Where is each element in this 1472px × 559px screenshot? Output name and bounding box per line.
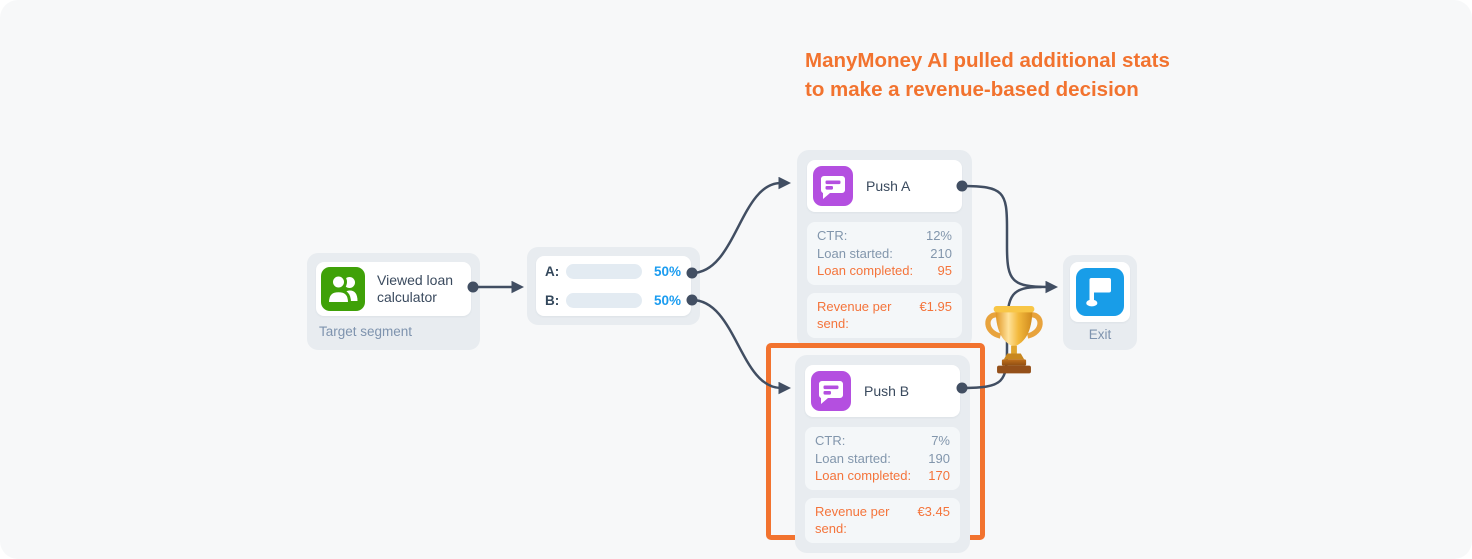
stat-row-ctr: CTR:7% xyxy=(815,433,950,448)
edge-push-a-to-exit xyxy=(960,184,1058,294)
edge-split-to-push-b xyxy=(690,298,791,395)
push-a-card: Push A xyxy=(807,160,962,212)
push-b-card: Push B xyxy=(805,365,960,417)
variant-b-label: B: xyxy=(545,293,560,308)
ab-row-b: B: 50% xyxy=(545,293,681,308)
ab-split-card: A: 50% B: 50% xyxy=(536,256,691,316)
node-ab-split[interactable]: A: 50% B: 50% xyxy=(527,247,700,325)
flag-icon xyxy=(1076,268,1124,316)
stat-row-loan-completed: Loan completed:95 xyxy=(817,263,952,278)
segment-card: Viewed loan calculator xyxy=(316,262,471,316)
annotation-line-1: ManyMoney AI pulled additional stats xyxy=(805,49,1170,72)
variant-a-bar xyxy=(566,264,642,279)
exit-card xyxy=(1070,262,1130,322)
push-message-icon xyxy=(811,371,851,411)
annotation-heading: ManyMoney AI pulled additional stats to … xyxy=(805,47,1170,104)
node-target-segment[interactable]: Viewed loan calculator Target segment xyxy=(307,253,480,350)
push-b-revenue: Revenue per send:€3.45 xyxy=(805,497,960,543)
stat-row-ctr: CTR:12% xyxy=(817,228,952,243)
trophy-icon xyxy=(983,302,1045,379)
annotation-line-2: to make a revenue-based decision xyxy=(805,77,1139,101)
variant-a-percent: 50% xyxy=(653,264,681,279)
node-push-b[interactable]: Push B CTR:7% Loan started:190 Loan comp… xyxy=(795,355,970,553)
push-a-stats: CTR:12% Loan started:210 Loan completed:… xyxy=(807,222,962,285)
stat-row-loan-completed: Loan completed:170 xyxy=(815,468,950,483)
push-b-stats: CTR:7% Loan started:190 Loan completed:1… xyxy=(805,427,960,490)
stat-row-loan-started: Loan started:190 xyxy=(815,450,950,466)
stat-row-loan-started: Loan started:210 xyxy=(817,245,952,261)
variant-b-percent: 50% xyxy=(653,293,681,308)
ab-row-a: A: 50% xyxy=(545,264,681,279)
segment-title: Viewed loan calculator xyxy=(377,271,454,306)
push-a-revenue: Revenue per send:€1.95 xyxy=(807,292,962,338)
edge-split-to-push-a xyxy=(690,176,791,275)
segment-footer: Target segment xyxy=(319,324,413,339)
push-b-title: Push B xyxy=(864,383,910,399)
node-push-a[interactable]: Push A CTR:12% Loan started:210 Loan com… xyxy=(797,150,972,348)
node-exit[interactable]: Exit xyxy=(1063,255,1137,350)
variant-b-bar xyxy=(566,293,642,308)
push-a-title: Push A xyxy=(866,178,911,194)
exit-label: Exit xyxy=(1088,327,1112,342)
users-icon xyxy=(321,267,365,311)
push-message-icon xyxy=(813,166,853,206)
variant-a-label: A: xyxy=(545,264,560,279)
